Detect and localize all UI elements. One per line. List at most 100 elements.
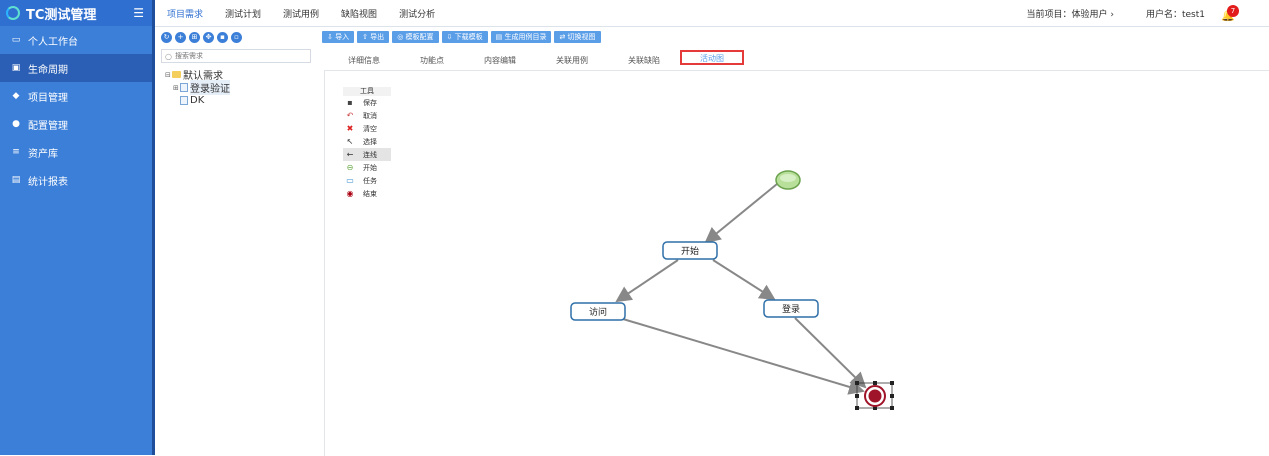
tab-content-edit[interactable]: 内容编辑 (484, 56, 516, 65)
sidebar-item-label: 生命周期 (28, 64, 68, 76)
add-icon[interactable]: + (175, 32, 186, 43)
sidebar-item-projects[interactable]: ◆ 项目管理 (0, 82, 152, 110)
search-icon: ○ (165, 51, 172, 61)
pointer-icon: ↖ (346, 137, 354, 146)
edge-begin-to-login[interactable] (712, 259, 776, 301)
import-button[interactable]: ⇩ 导入 (322, 31, 355, 43)
sidebar-item-label: 统计报表 (28, 176, 68, 188)
current-project[interactable]: 当前项目：体验用户 › (1026, 9, 1114, 20)
requirement-tree-panel: ↻ + ⊞ ✥ ▪ ▫ ○ ⊟ 默认需求 ⊞ 登录验证 DK (155, 27, 315, 455)
main-area: ⇩ 导入 ⇧ 导出 ◎ 模板配置 ⇩ 下载模板 ▤ 生成用例目录 ⇄ 切换视图 … (318, 27, 1269, 456)
export-button[interactable]: ⇧ 导出 (357, 31, 390, 43)
task-node-begin[interactable]: 开始 (662, 241, 718, 260)
palette-header: 工具 (343, 87, 391, 96)
sidebar-item-reports[interactable]: ▤ 统计报表 (0, 166, 152, 194)
task-node-login[interactable]: 登录 (763, 299, 819, 318)
tree-node-root[interactable]: ⊟ 默认需求 (165, 68, 315, 83)
task-label: 开始 (681, 245, 699, 257)
app-title: TC测试管理 (26, 7, 97, 23)
activity-diagram: 开始 访问 登录 (570, 170, 894, 410)
tree-node-label[interactable]: 登录验证 (190, 80, 230, 95)
edit-icon[interactable]: ▫ (231, 32, 242, 43)
sidebar-item-config[interactable]: ● 配置管理 (0, 110, 152, 138)
top-nav-requirements[interactable]: 项目需求 (167, 9, 204, 20)
save-icon: ▪ (347, 98, 353, 107)
list-icon: ▤ (11, 175, 21, 185)
palette-task[interactable]: ▭ 任务 (343, 174, 391, 187)
top-nav-defects[interactable]: 缺陷视图 (341, 9, 378, 20)
task-node-visit[interactable]: 访问 (570, 302, 626, 321)
brand-bar: TC测试管理 ☰ (0, 0, 152, 26)
collapse-icon[interactable]: ⊟ (165, 70, 171, 79)
copy-icon[interactable]: ⊞ (189, 32, 200, 43)
tab-function-points[interactable]: 功能点 (420, 56, 444, 65)
tree-node-dk[interactable]: DK (165, 94, 315, 107)
clear-icon: ✖ (346, 124, 354, 133)
sidebar-item-label: 资产库 (28, 148, 58, 160)
file-icon (180, 96, 188, 105)
switch-view-button[interactable]: ⇄ 切换视图 (554, 31, 601, 43)
palette-connect[interactable]: ← 连线 (343, 148, 391, 161)
notifications-button[interactable]: 🔔 7 (1221, 5, 1239, 22)
template-config-button[interactable]: ◎ 模板配置 (392, 31, 439, 43)
task-label: 登录 (782, 304, 800, 315)
task-icon: ▭ (346, 176, 354, 185)
sidebar-item-lifecycle[interactable]: ▣ 生命周期 (0, 54, 152, 82)
sidebar-item-label: 项目管理 (28, 92, 68, 104)
tool-palette: 工具 ▪ 保存 ↶ 取消 ✖ 清空 ↖ 选择 ← 连线 ⊖ (343, 87, 391, 200)
tree-node-label[interactable]: DK (190, 95, 205, 106)
tab-linked-cases[interactable]: 关联用例 (556, 56, 588, 65)
palette-select[interactable]: ↖ 选择 (343, 135, 391, 148)
generate-case-dir-button[interactable]: ▤ 生成用例目录 (490, 31, 552, 43)
edge-begin-to-visit[interactable] (615, 259, 679, 303)
edge-login-to-end[interactable] (794, 317, 867, 389)
database-icon: ≡ (12, 147, 20, 157)
palette-cancel[interactable]: ↶ 取消 (343, 109, 391, 122)
detail-tabs: 详细信息 功能点 内容编辑 关联用例 关联缺陷 活动图 (348, 50, 1269, 70)
layers-icon: ◆ (12, 91, 20, 101)
sidebar-item-label: 配置管理 (28, 120, 68, 132)
top-nav-cases[interactable]: 测试用例 (283, 9, 320, 20)
tab-linked-defects[interactable]: 关联缺陷 (628, 56, 660, 65)
palette-end[interactable]: ◉ 结束 (343, 187, 391, 200)
cancel-icon: ↶ (346, 111, 354, 120)
username: 用户名：test1 (1145, 9, 1205, 20)
menu-toggle-icon[interactable]: ☰ (133, 6, 144, 20)
file-icon (180, 83, 188, 92)
top-right: 当前项目：体验用户 › 用户名：test1 🔔 7 (1026, 5, 1269, 22)
palette-save[interactable]: ▪ 保存 (343, 96, 391, 109)
palette-start[interactable]: ⊖ 开始 (343, 161, 391, 174)
tree-node-login[interactable]: ⊞ 登录验证 (165, 80, 315, 95)
sidebar-item-assets[interactable]: ≡ 资产库 (0, 138, 152, 166)
end-icon: ◉ (346, 189, 354, 198)
expand-icon[interactable]: ⊞ (173, 83, 179, 92)
edge-start-to-begin[interactable] (704, 183, 778, 244)
notification-badge: 7 (1227, 5, 1239, 17)
start-icon: ⊖ (346, 163, 354, 172)
top-nav-analysis[interactable]: 测试分析 (399, 9, 436, 20)
tab-details[interactable]: 详细信息 (348, 56, 380, 65)
connector-icon: ← (346, 150, 354, 159)
gauge-icon: ● (12, 119, 20, 129)
tree-node-label[interactable]: 默认需求 (183, 71, 223, 82)
task-label: 访问 (589, 306, 607, 318)
tree-toolbar: ↻ + ⊞ ✥ ▪ ▫ (161, 32, 315, 43)
sidebar: TC测试管理 ☰ ▭ 个人工作台 ▣ 生命周期 ◆ 项目管理 ● 配置管理 ≡ … (0, 0, 152, 455)
edge-visit-to-end[interactable] (622, 318, 865, 395)
app-logo-icon (6, 6, 20, 20)
diagram-canvas[interactable]: 工具 ▪ 保存 ↶ 取消 ✖ 清空 ↖ 选择 ← 连线 ⊖ (324, 70, 1269, 456)
top-nav-plans[interactable]: 测试计划 (225, 9, 262, 20)
download-template-button[interactable]: ⇩ 下载模板 (441, 31, 488, 43)
search-input[interactable] (174, 52, 295, 60)
move-icon[interactable]: ✥ (203, 32, 214, 43)
sidebar-item-workbench[interactable]: ▭ 个人工作台 (0, 26, 152, 54)
tab-activity-diagram[interactable]: 活动图 (680, 50, 744, 65)
document-icon: ▣ (11, 63, 21, 73)
start-node[interactable] (775, 170, 801, 190)
end-node[interactable] (855, 381, 894, 410)
refresh-icon[interactable]: ↻ (161, 32, 172, 43)
folder-icon (172, 71, 181, 78)
delete-icon[interactable]: ▪ (217, 32, 228, 43)
palette-clear[interactable]: ✖ 清空 (343, 122, 391, 135)
top-bar: 项目需求 测试计划 测试用例 缺陷视图 测试分析 当前项目：体验用户 › 用户名… (155, 0, 1269, 27)
